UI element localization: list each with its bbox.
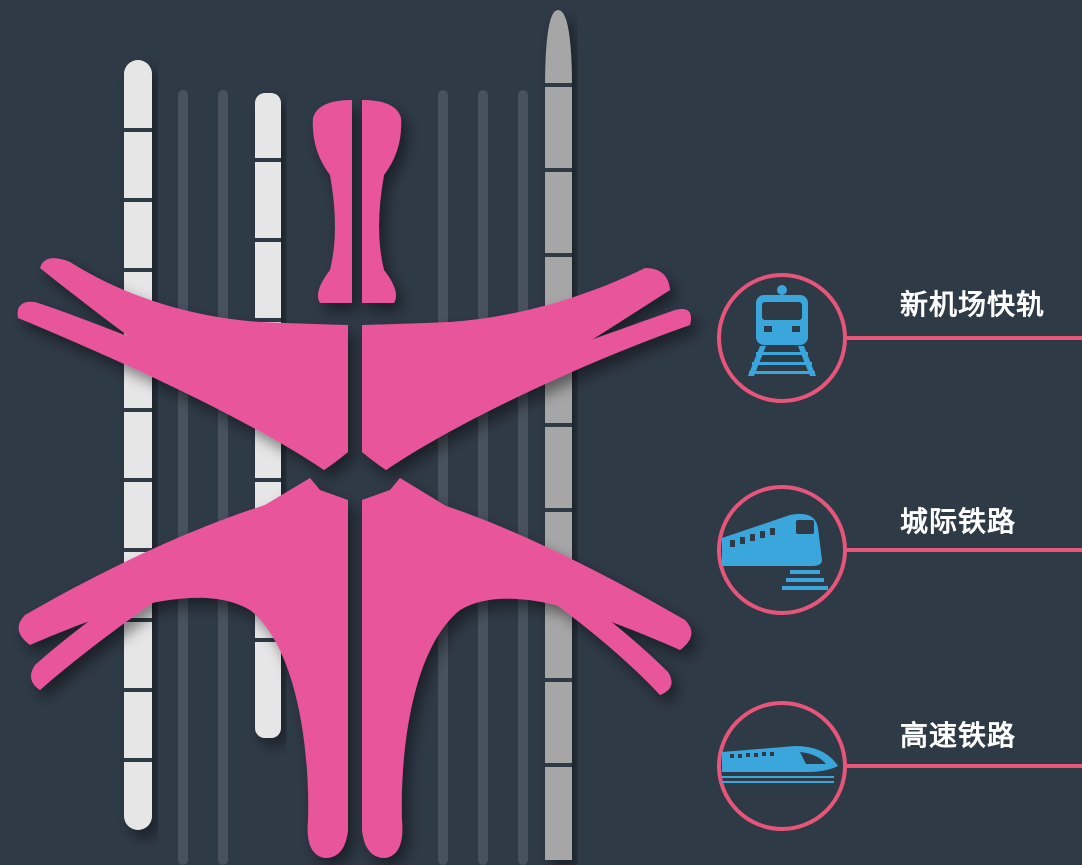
legend-label-intercity-railway: 城际铁路 [900, 505, 1017, 538]
intercity-train-icon [722, 513, 828, 590]
legend-label-high-speed-railway: 高速铁路 [900, 719, 1017, 752]
terminal-top-pier-right [362, 100, 402, 303]
terminal-quad-lower-right [362, 490, 692, 858]
high-speed-train-icon [722, 746, 838, 783]
terminal-quad-lower-left [18, 490, 348, 858]
legend-label-new-airport-express: 新机场快轨 [900, 288, 1046, 321]
track-right-gray [545, 10, 572, 860]
terminal-building [17, 100, 692, 858]
metro-train-front-icon [748, 285, 816, 376]
track-left-white [124, 60, 152, 830]
legend-connectors [717, 273, 1082, 831]
terminal-top-pier-left [312, 100, 352, 303]
faint-tracks [178, 90, 528, 865]
